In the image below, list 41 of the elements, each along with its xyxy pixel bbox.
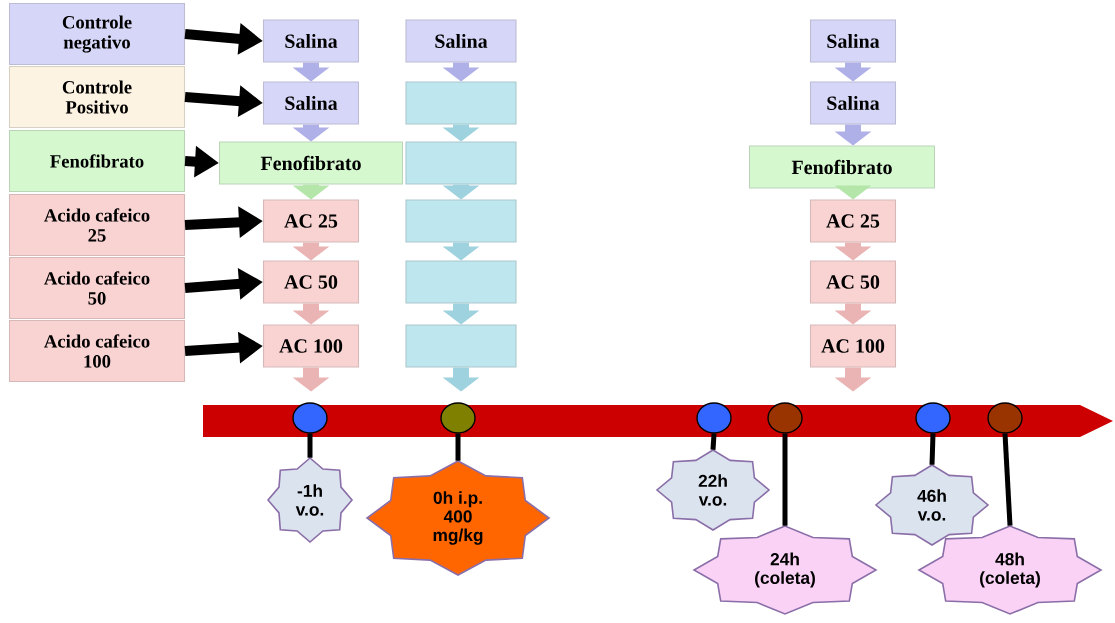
treatment-box: AC 50 bbox=[809, 260, 897, 304]
treatment-box: AC 25 bbox=[809, 199, 897, 243]
connector-line bbox=[710, 433, 717, 450]
star-label: 46h v.o. bbox=[874, 464, 990, 546]
connector-line bbox=[929, 433, 936, 465]
treatment-box: Salina bbox=[262, 19, 360, 63]
treatment-box bbox=[405, 199, 517, 243]
treatment-box: Fenofibrato bbox=[218, 141, 404, 185]
timeline-marker bbox=[987, 402, 1023, 434]
star-label: 24h (coleta) bbox=[692, 525, 878, 615]
treatment-box: AC 25 bbox=[262, 199, 360, 243]
group-box: Controle Positivo bbox=[8, 65, 186, 129]
treatment-box: AC 100 bbox=[809, 324, 897, 368]
treatment-box: Salina bbox=[809, 19, 897, 63]
timeline-marker bbox=[696, 402, 732, 434]
timeline-marker bbox=[292, 402, 328, 434]
timeline-marker bbox=[767, 402, 803, 434]
connector-line bbox=[307, 433, 313, 458]
treatment-box bbox=[405, 141, 517, 185]
treatment-box bbox=[405, 324, 517, 368]
star-label: 0h i.p. 400 mg/kg bbox=[365, 460, 551, 576]
group-box: Acido cafeico 100 bbox=[8, 319, 186, 383]
treatment-box bbox=[405, 81, 517, 125]
treatment-box: Salina bbox=[809, 81, 897, 125]
star-label: 22h v.o. bbox=[655, 449, 771, 531]
connector-line bbox=[782, 433, 788, 526]
treatment-box: Salina bbox=[262, 81, 360, 125]
star-label: 48h (coleta) bbox=[917, 525, 1103, 615]
connector-line bbox=[455, 433, 461, 461]
timeline-marker bbox=[915, 402, 951, 434]
treatment-box: Salina bbox=[405, 19, 517, 63]
timeline-marker bbox=[440, 402, 476, 434]
treatment-box: Fenofibrato bbox=[748, 145, 936, 189]
group-box: Fenofibrato bbox=[8, 129, 186, 193]
treatment-box bbox=[405, 260, 517, 304]
group-box: Acido cafeico 50 bbox=[8, 256, 186, 320]
connector-line bbox=[1002, 433, 1013, 526]
group-box: Controle negativo bbox=[8, 2, 186, 66]
treatment-box: AC 50 bbox=[262, 260, 360, 304]
group-box: Acido cafeico 25 bbox=[8, 193, 186, 257]
treatment-box: AC 100 bbox=[262, 324, 360, 368]
